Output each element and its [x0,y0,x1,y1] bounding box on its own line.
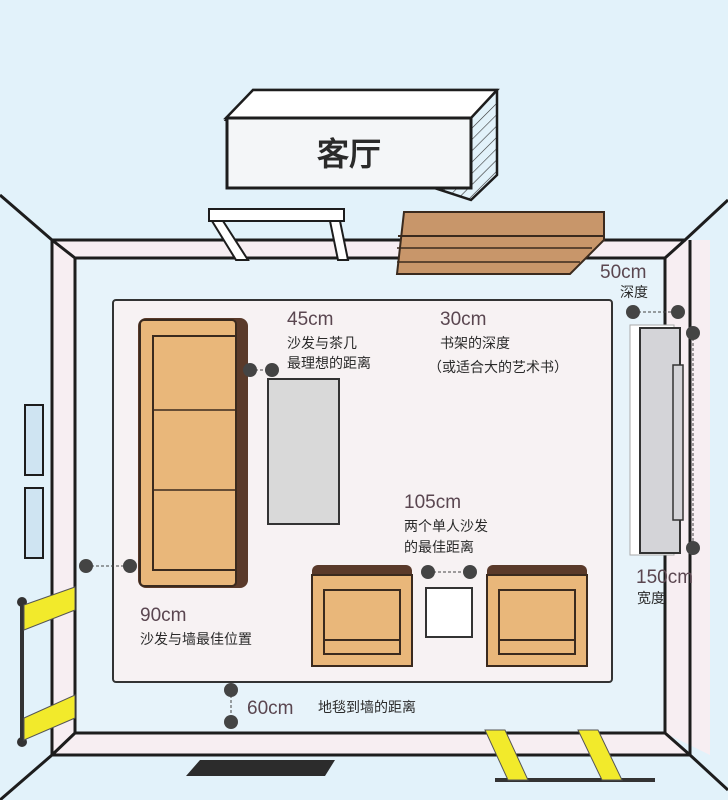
sofa-table-label-1: 沙发与茶几 [287,336,357,352]
rug-wall-label: 地毯到墙的距离 [318,699,416,716]
floor-vent [186,760,335,776]
tv-cabinet [629,324,684,556]
shelf-label-1: 书架的深度 [440,336,510,352]
title-box: 客厅 [223,88,500,202]
tv-depth-value: 50cm [600,262,646,283]
page-title: 客厅 [317,135,381,173]
coffee-table [267,378,340,525]
arrow-chairs [421,565,477,579]
sofa-wall-value: 90cm [140,605,186,626]
armchair-left [311,565,413,667]
arrow-sofa-table [243,363,279,377]
door-opening [208,208,350,261]
arrow-sofa-wall [79,559,137,573]
sofa-table-value: 45cm [287,309,333,330]
left-door [17,586,76,747]
sofa-wall-label: 沙发与墙最佳位置 [140,632,252,648]
shelf-value: 30cm [440,309,486,330]
armchair-right [486,565,588,667]
tv-depth-label: 深度 [620,285,648,301]
tv-width-label: 宽度 [637,590,665,607]
rug-wall-value: 60cm [247,698,293,719]
window-left-lower [24,487,44,559]
chairs-label-2: 的最佳距离 [404,539,474,556]
shelf-label-2: （或适合大的艺术书） [428,360,568,376]
arrow-tv-width [686,326,700,555]
window-left-upper [24,404,44,476]
arrow-tv-depth [626,305,685,319]
tv-width-value: 150cm [636,567,693,588]
sofa-table-label-2: 最理想的距离 [287,355,371,372]
bookshelf [395,211,605,275]
chairs-value: 105cm [404,492,461,513]
arrow-rug-wall [224,683,238,729]
bottom-door [484,729,655,782]
side-table [425,587,473,638]
chairs-label-1: 两个单人沙发 [404,519,488,535]
sofa [138,318,248,588]
